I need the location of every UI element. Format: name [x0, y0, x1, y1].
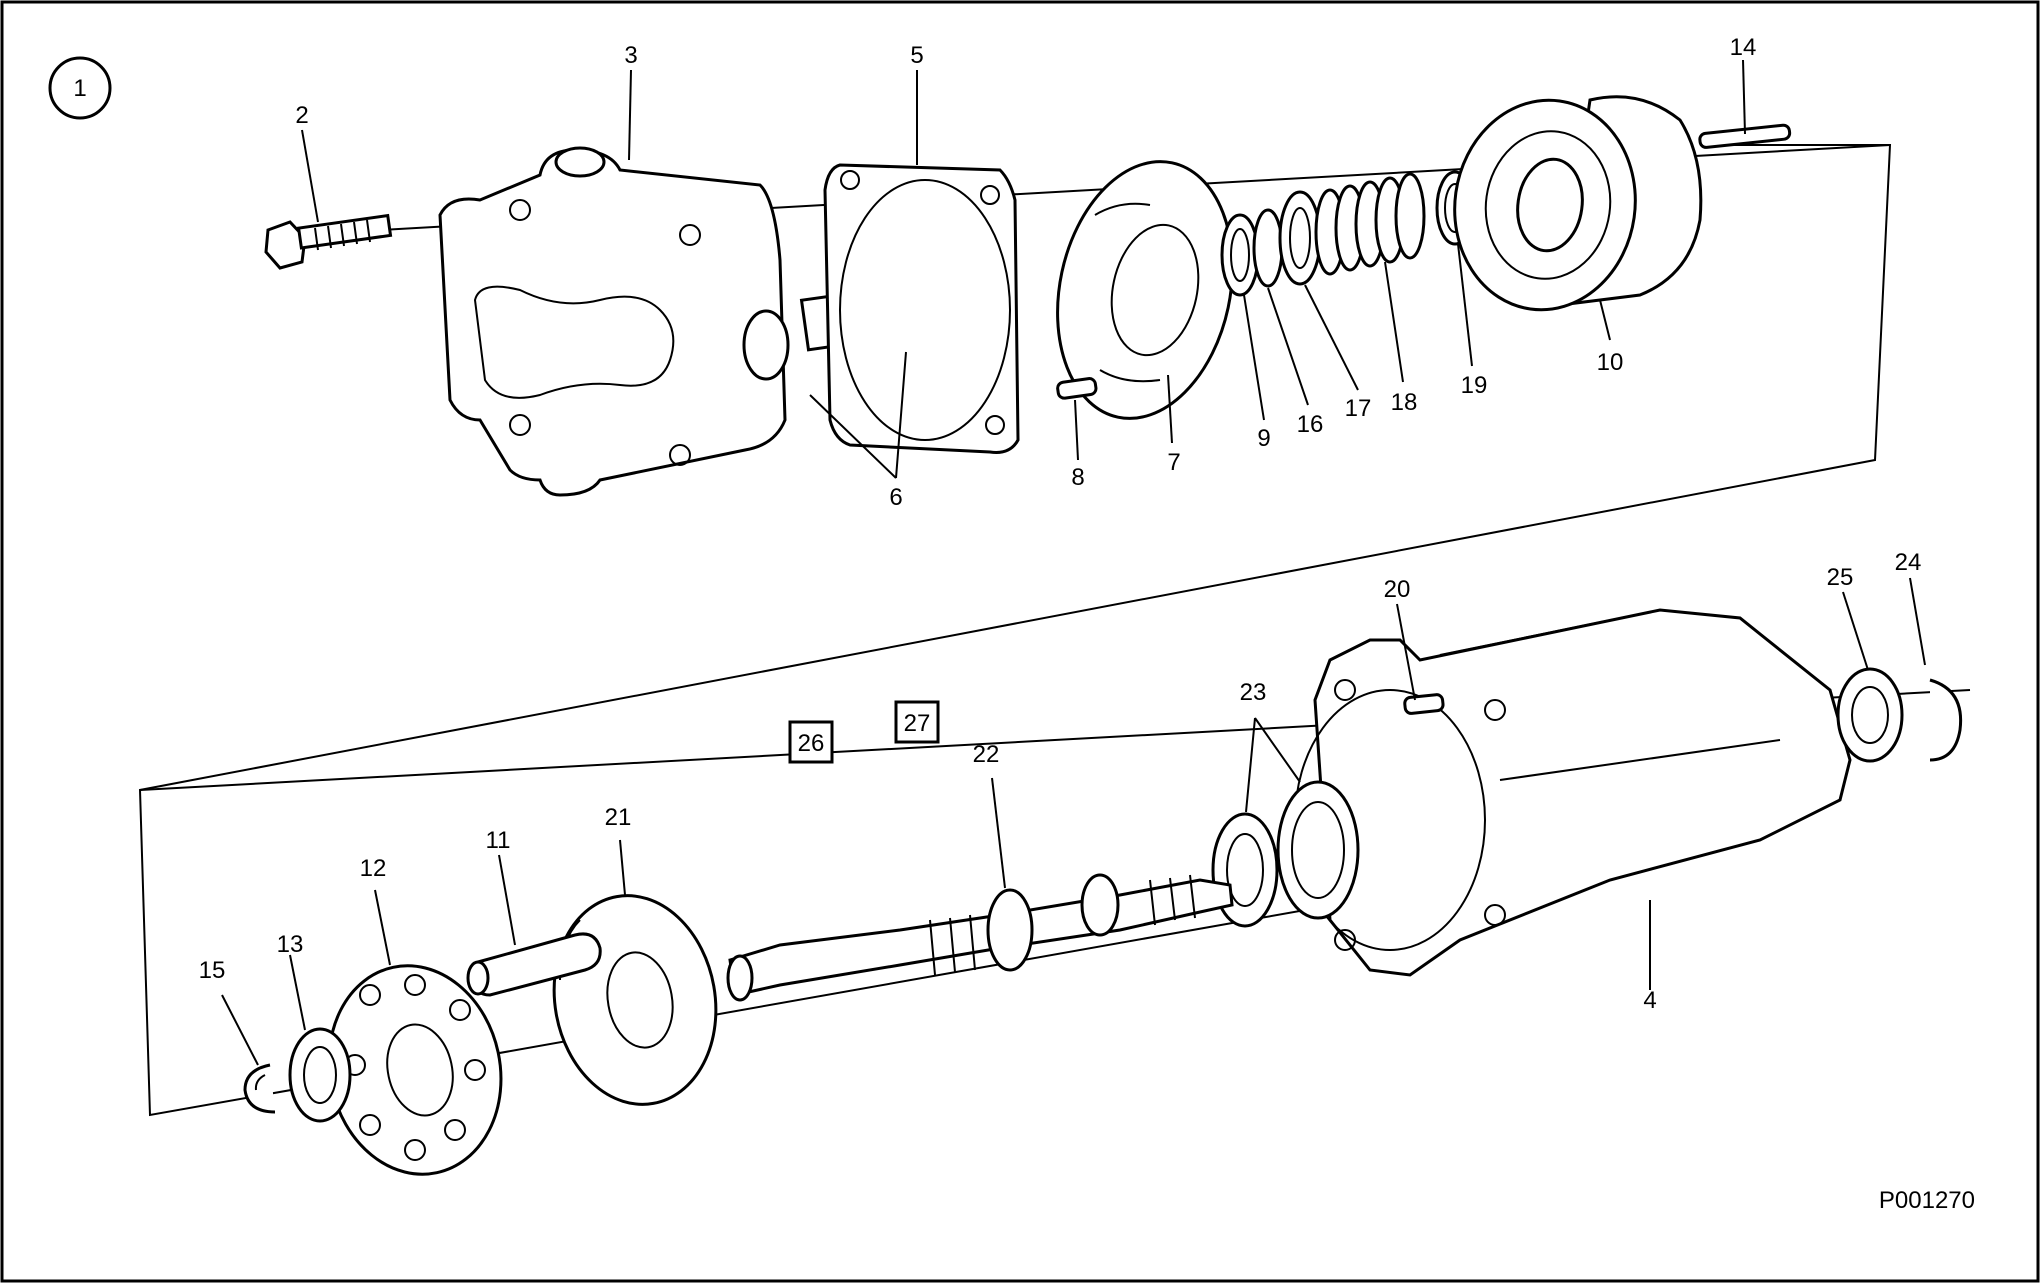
- pin-11: [466, 932, 602, 997]
- callout-2: 2: [295, 102, 308, 129]
- swash-plate: [552, 894, 718, 1106]
- callout-20: 20: [1384, 576, 1411, 603]
- pump-cover: [438, 146, 790, 497]
- callout-16: 16: [1297, 411, 1324, 438]
- bearing-23: [1211, 780, 1360, 928]
- callout-14: 14: [1730, 34, 1757, 61]
- retaining-ring-9: [1220, 213, 1260, 297]
- circlip-24: [1929, 678, 1963, 762]
- circlip-15: [243, 1063, 276, 1114]
- leader-lines: [221, 59, 1926, 1066]
- pin-20: [1403, 693, 1445, 715]
- pin-8: [1056, 377, 1098, 400]
- callout-3: 3: [624, 42, 637, 69]
- svg-text:26: 26: [798, 730, 825, 757]
- needle-bearing-13: [288, 1027, 352, 1123]
- view-number-badge: 1: [48, 56, 112, 120]
- view-number: 1: [73, 75, 86, 102]
- spring-18: [1314, 172, 1426, 276]
- callout-10: 10: [1597, 349, 1624, 376]
- boxed-ref-26: 26: [788, 720, 834, 764]
- drive-shaft: [726, 873, 1234, 1002]
- callout-6: 6: [889, 484, 902, 511]
- cylinder-barrel: [1453, 95, 1703, 312]
- retainer-plate: [327, 964, 503, 1176]
- port-plate: [1056, 160, 1234, 420]
- washer-16: [1252, 208, 1284, 288]
- callout-12: 12: [360, 855, 387, 882]
- bolt: [264, 213, 393, 270]
- callout-23: 23: [1240, 679, 1267, 706]
- washer-17: [1278, 190, 1322, 286]
- boxed-ref-27: 27: [894, 700, 940, 744]
- seal-25: [1836, 667, 1904, 763]
- pump-housing: [1294, 608, 1852, 977]
- callout-7: 7: [1167, 449, 1180, 476]
- callout-22: 22: [973, 741, 1000, 768]
- callout-5: 5: [910, 42, 923, 69]
- callout-8: 8: [1071, 464, 1084, 491]
- callout-19: 19: [1461, 372, 1488, 399]
- callout-labels: 2 3 5 6 7 8 9 10 14 16 17 18 19 20 23 24…: [199, 34, 1922, 1014]
- callout-21: 21: [605, 804, 632, 831]
- callout-9: 9: [1257, 425, 1270, 452]
- callout-15: 15: [199, 957, 226, 984]
- callout-18: 18: [1391, 389, 1418, 416]
- figure-reference-code: P001270: [1879, 1187, 1975, 1214]
- callout-17: 17: [1345, 395, 1372, 422]
- callout-24: 24: [1895, 549, 1922, 576]
- callout-4: 4: [1643, 987, 1656, 1014]
- gasket: [823, 163, 1020, 454]
- callout-25: 25: [1827, 564, 1854, 591]
- callout-13: 13: [277, 931, 304, 958]
- svg-text:27: 27: [904, 710, 931, 737]
- callout-11: 11: [486, 827, 511, 854]
